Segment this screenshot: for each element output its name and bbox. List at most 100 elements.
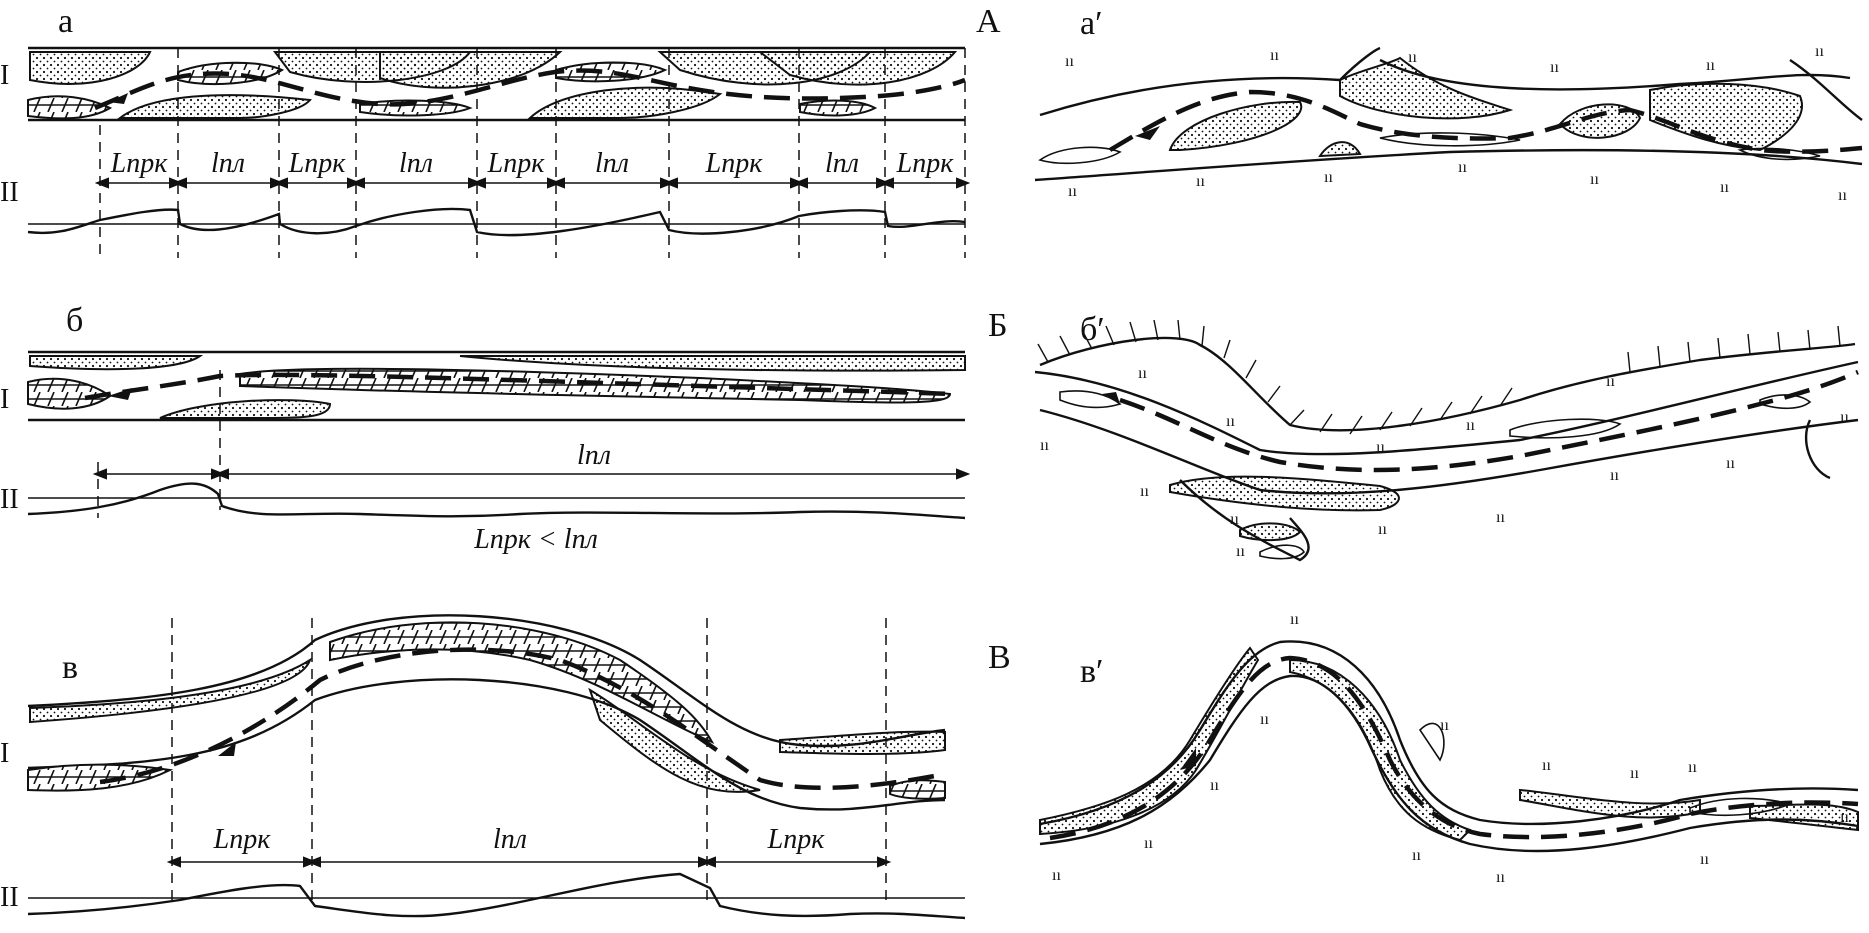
bed-profile [27, 207, 966, 237]
floodplain-marsh-symbols: ıı ıı ıı ıı ıı ıı ıı ıı ıı ıı ıı ıı ıı [1052, 611, 1849, 886]
svg-text:ıı: ıı [1706, 57, 1715, 74]
thalweg-line [1049, 655, 1859, 841]
panel-a-prime: ıı ıı ıı ıı ıı ıı ıı ıı ıı ıı ıı ıı ıı [1034, 43, 1863, 204]
svg-text:ıı: ıı [1260, 711, 1269, 728]
flow-arrowhead [1135, 126, 1160, 140]
svg-text:ıı: ıı [1378, 521, 1387, 538]
segment-label: lпл [595, 148, 629, 179]
floodplain-marsh-symbols: ıı ıı ıı ıı ıı ıı ıı ıı ıı ıı ıı ıı ıı ı… [1040, 365, 1849, 560]
svg-text:ıı: ıı [1815, 43, 1824, 60]
thalweg-line [1108, 89, 1863, 154]
svg-text:ıı: ıı [1838, 187, 1847, 204]
svg-text:ıı: ıı [1408, 49, 1417, 66]
sand-bar [1169, 475, 1400, 512]
svg-text:ıı: ıı [1700, 851, 1709, 868]
channel-bank-top [1039, 46, 1851, 117]
clay-lens [555, 61, 668, 83]
panel-label-A: А [976, 3, 1001, 40]
panel-v: в I II Lпрк lпл Lпрк [0, 614, 966, 920]
svg-text:ıı: ıı [1440, 717, 1449, 734]
panel-label-a-prime: а′ [1080, 5, 1103, 42]
channel-bar [1259, 544, 1305, 560]
channel-bar [1759, 394, 1812, 410]
svg-text:ıı: ıı [1226, 413, 1235, 430]
segment-label: lпл [493, 824, 527, 855]
svg-text:ıı: ıı [1052, 867, 1061, 884]
terrace-edge [1039, 336, 1856, 432]
panel-label-b-prime: б′ [1080, 311, 1105, 348]
svg-text:ıı: ıı [1324, 169, 1333, 186]
panel-label-a: а [58, 3, 73, 40]
svg-text:ıı: ıı [1466, 417, 1475, 434]
section-boundaries [99, 48, 966, 258]
channel-bar [1379, 132, 1521, 147]
svg-text:ıı: ıı [1068, 183, 1077, 200]
sand-bar [1239, 522, 1302, 542]
clay-lens [799, 99, 878, 117]
channel-bank-bottom [1034, 148, 1863, 182]
panel-label-b: б [66, 302, 83, 339]
sand-bar [459, 355, 966, 372]
panel-a: а I II [0, 3, 971, 258]
svg-text:ıı: ıı [1230, 511, 1239, 528]
row-label-profile-b: II [0, 484, 19, 515]
svg-text:ıı: ıı [1376, 439, 1385, 456]
panel-b-prime: ıı ıı ıı ıı ıı ıı ıı ıı ıı ıı ıı ıı ıı ı… [1034, 319, 1859, 562]
channel-bar [1509, 418, 1622, 439]
tributary-bank [1804, 419, 1831, 480]
tributary-bank [1179, 479, 1310, 562]
panel-label-v-prime: в′ [1080, 653, 1104, 690]
segment-label: Lпрк [110, 148, 169, 179]
segment-label: lпл [399, 148, 433, 179]
svg-text:ıı: ıı [1458, 159, 1467, 176]
svg-text:ıı: ıı [1496, 869, 1505, 886]
flow-arrowhead [108, 388, 132, 400]
flow-arrowhead [108, 93, 128, 104]
clay-lens [27, 763, 174, 792]
tributary-bank [1789, 59, 1863, 121]
clay-lens [239, 367, 952, 404]
sand-bar [159, 399, 332, 419]
sand-bar [379, 51, 563, 89]
sand-bar [29, 657, 312, 724]
segment-label: Lпрк [288, 148, 347, 179]
flow-arrowhead [1102, 392, 1120, 404]
svg-text:ıı: ıı [1196, 173, 1205, 190]
segment-label: Lпрк [896, 148, 955, 179]
panel-label-V: В [988, 639, 1011, 676]
segment-label: lпл [825, 148, 859, 179]
segment-label: Lпрк [705, 148, 764, 179]
svg-text:ıı: ıı [1040, 437, 1049, 454]
clay-lens [889, 779, 946, 800]
svg-text:ıı: ıı [1270, 47, 1279, 64]
sand-bar [1519, 788, 1701, 819]
svg-text:ıı: ıı [1840, 409, 1849, 426]
clay-lens [359, 99, 473, 117]
row-label-plan-v: I [0, 738, 9, 769]
sand-bar [29, 355, 204, 371]
panel-v-prime: ıı ıı ıı ıı ıı ıı ıı ıı ıı ıı ıı ıı ıı [1039, 611, 1859, 886]
sand-bar [117, 94, 312, 119]
svg-text:ıı: ıı [1606, 373, 1615, 390]
sand-bar [527, 86, 723, 119]
clay-lens [177, 61, 285, 86]
sand-bar [1649, 82, 1803, 152]
channel-bank-bottom [1039, 408, 1859, 495]
panel-label-B: Б [988, 307, 1008, 344]
segment-label: lпл [211, 148, 245, 179]
sand-bar [1339, 56, 1514, 120]
channel-bar [1038, 146, 1122, 165]
svg-text:ıı: ıı [1496, 509, 1505, 526]
svg-text:ıı: ıı [1688, 759, 1697, 776]
svg-text:ıı: ıı [1138, 365, 1147, 382]
sand-bar [757, 51, 958, 86]
thalweg-line [84, 372, 951, 401]
svg-text:ıı: ıı [1210, 777, 1219, 794]
flow-arrowhead [218, 742, 236, 756]
row-label-profile-a: II [0, 177, 19, 208]
sand-bar [1318, 141, 1362, 158]
svg-text:ıı: ıı [1720, 179, 1729, 196]
channel-bank-top [1034, 360, 1859, 456]
clay-lens [27, 95, 113, 120]
